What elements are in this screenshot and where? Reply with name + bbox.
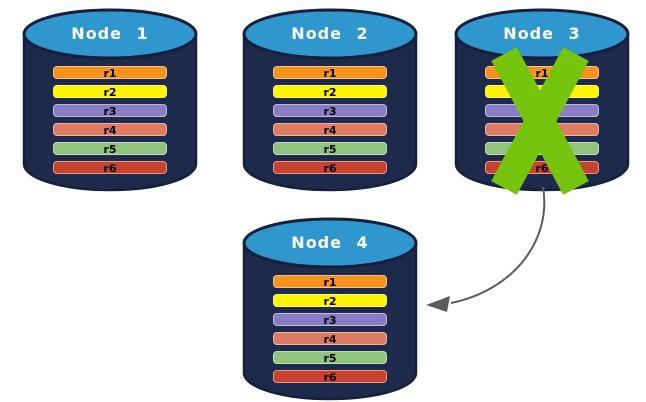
record-label: r3 — [323, 314, 337, 327]
record-bar: r1 — [273, 275, 387, 289]
record-label: r4 — [103, 124, 117, 137]
record-label: r1 — [103, 67, 117, 80]
record-label: r1 — [323, 67, 337, 80]
record-bar: r5 — [273, 351, 387, 365]
record-label: r2 — [323, 86, 337, 99]
record-bar: r4 — [273, 332, 387, 346]
node-title: Node 4 — [291, 233, 369, 252]
node-2: Node 2 r1 r2 r3 r4 r5 r6 — [242, 8, 418, 192]
record-bar: r2 — [273, 294, 387, 308]
node-title: Node 3 — [503, 24, 581, 43]
record-bar: r4 — [53, 123, 167, 137]
record-bar: r3 — [273, 104, 387, 118]
record-label: r6 — [103, 162, 117, 175]
record-bar: r1 — [53, 66, 167, 80]
record-bar: r2 — [273, 85, 387, 99]
record-label: r4 — [323, 124, 337, 137]
node-title: Node 2 — [291, 24, 369, 43]
record-label: r6 — [323, 162, 337, 175]
record-bar: r6 — [273, 370, 387, 384]
record-bar: r5 — [53, 142, 167, 156]
record-label: r3 — [103, 105, 117, 118]
record-label: r6 — [535, 162, 549, 175]
record-label: r2 — [103, 86, 117, 99]
record-label: r1 — [535, 67, 549, 80]
record-bar: r3 — [273, 313, 387, 327]
node-4: Node 4 r1 r2 r3 r4 r5 r6 — [242, 217, 418, 401]
record-list: r1 r2 r3 r4 r5 r6 — [273, 275, 387, 389]
record-bar: r4 — [273, 123, 387, 137]
node-title: Node 1 — [71, 24, 149, 43]
node-1: Node 1 r1 r2 r3 r4 r5 r6 — [22, 8, 198, 192]
record-bar: r6 — [53, 161, 167, 175]
x-mark-icon — [491, 48, 589, 195]
record-label: r6 — [323, 371, 337, 384]
record-label: r3 — [323, 105, 337, 118]
record-label: r2 — [323, 295, 337, 308]
record-list: r1 r2 r3 r4 r5 r6 — [53, 66, 167, 180]
record-bar: r3 — [53, 104, 167, 118]
record-bar: r1 — [273, 66, 387, 80]
record-label: r4 — [323, 333, 337, 346]
record-label: r5 — [323, 143, 337, 156]
record-bar: r5 — [273, 142, 387, 156]
record-list: r1 r2 r3 r4 r5 r6 — [273, 66, 387, 180]
record-label: r5 — [103, 143, 117, 156]
record-label: r5 — [323, 352, 337, 365]
record-bar: r6 — [273, 161, 387, 175]
record-bar: r2 — [53, 85, 167, 99]
record-label: r1 — [323, 276, 337, 289]
